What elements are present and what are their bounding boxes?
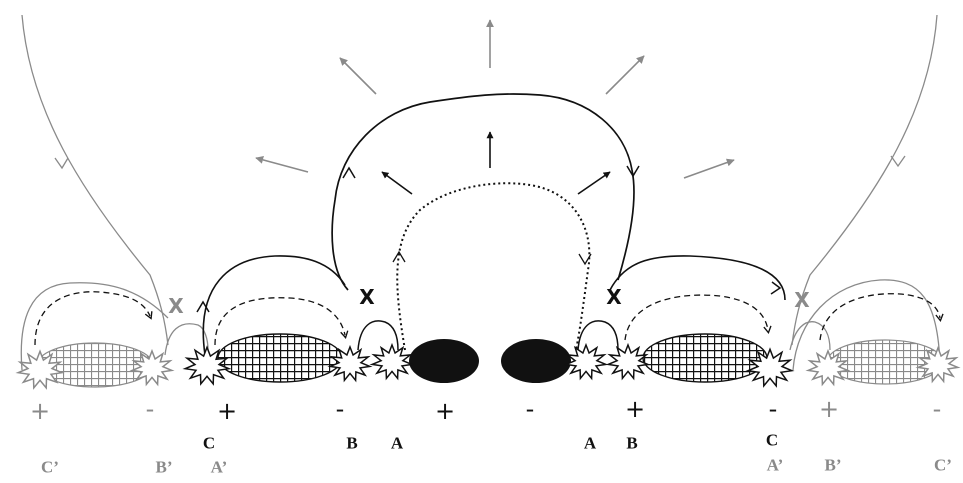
label-cprime-left: C’ [41,459,59,476]
label-aprime-right: A’ [767,457,784,474]
label-aprime-left: A’ [211,459,228,476]
sign-plus-center: + [435,399,455,423]
inner-arrow-upleft-icon [382,172,412,194]
outer-field-line-right [792,15,937,345]
side-loop-right [610,256,785,300]
null-point-gray-right: X [794,290,809,310]
null-point-black-left: X [359,287,374,307]
breakout-loop [332,94,634,290]
sunspot-left [409,339,479,383]
side-loop-chevron-right [771,282,780,294]
outer-field-chevron-left [55,158,68,168]
footpoint-burst-a-left [372,345,412,378]
sign-plus-right-outer: + [819,397,839,421]
sign-minus-far-right: - [933,397,942,421]
gray-small-arch-left [165,324,208,355]
dashed-loop-right [625,295,768,340]
label-bprime-left: B’ [156,459,173,476]
sign-minus-center: - [526,397,535,421]
outer-arrow-upleft-icon [340,58,376,94]
breakout-loop-chevron-left [343,168,355,178]
sunspot-right [501,339,571,383]
label-b-right: B [626,435,637,452]
outer-arrow-left-icon [256,158,308,172]
inner-arrow-upright-icon [578,172,610,194]
dashed-loop-far-left [35,292,150,345]
central-dotted-loop [397,183,589,350]
dashed-loop-far-right [820,294,940,340]
label-b-left: B [346,435,357,452]
plage-left-black [218,334,342,382]
footpoint-burst-b-right [608,345,648,378]
label-cprime-right: C’ [934,457,952,474]
label-a-left: A [391,435,403,452]
sign-minus-right-c: - [769,397,778,421]
label-c-left: C [203,435,215,452]
null-point-gray-left: X [168,296,183,316]
plage-right-black [643,334,767,382]
sign-minus-left-b: - [336,397,345,421]
footpoint-burst-a-right [566,345,606,378]
outer-field-line-left [22,15,168,345]
label-c-right: C [766,432,778,449]
sign-plus-far-left: + [30,399,50,423]
null-point-black-right: X [606,287,621,307]
label-bprime-right: B’ [825,457,842,474]
footpoint-bursts [18,345,958,388]
outer-arrow-upright-icon [606,56,644,94]
sign-minus-left-outer: - [146,397,155,421]
sign-plus-right-b: + [625,397,645,421]
label-a-right: A [584,435,596,452]
sign-plus-left-c: + [217,399,237,423]
small-arch-right [578,321,618,350]
outer-arrow-right-icon [684,160,734,178]
